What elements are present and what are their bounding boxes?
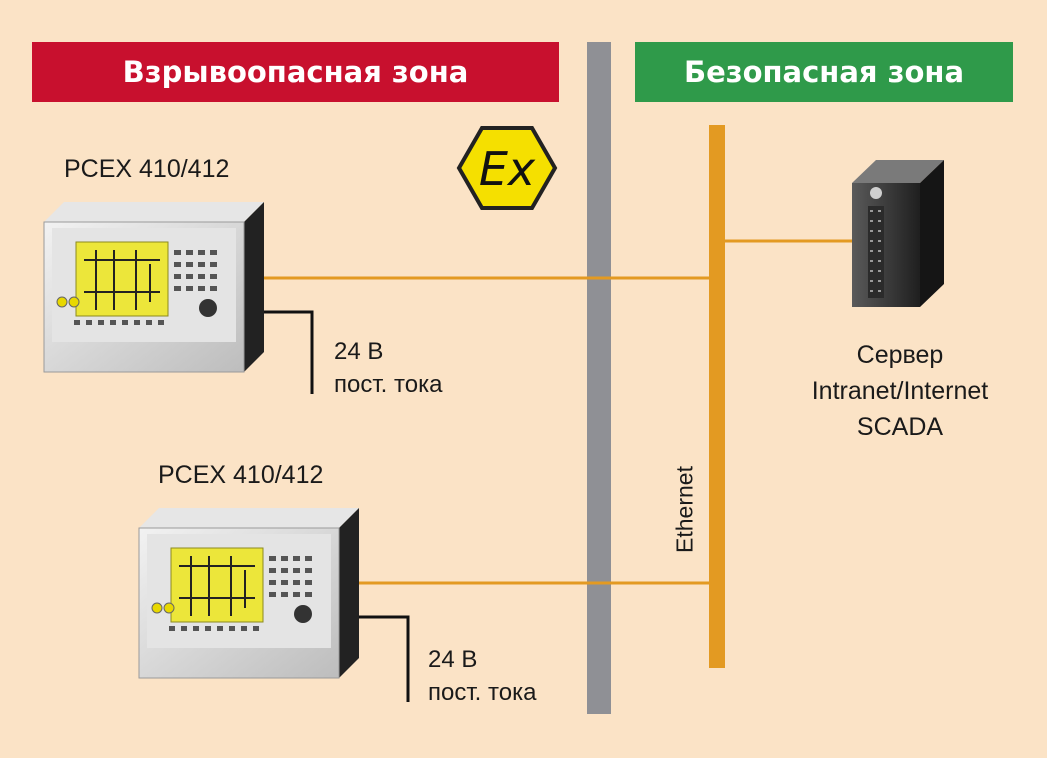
controller-1-model-label: PCEX 410/412 xyxy=(64,155,230,183)
ex-warning-sign: Ex xyxy=(456,126,558,210)
zone-barrier xyxy=(587,42,611,714)
controller-1 xyxy=(43,202,264,373)
controller-1-power-type: пост. тока xyxy=(334,371,443,398)
controller-2-power-type: пост. тока xyxy=(428,679,537,706)
safe-zone-banner: Безопасная зона xyxy=(635,42,1013,102)
server-label: Сервер Intranet/Internet SCADA xyxy=(780,337,1020,445)
server-label-line3: SCADA xyxy=(856,413,944,441)
power-cable-2 xyxy=(357,615,410,702)
ethernet-bus xyxy=(709,125,725,668)
hazardous-zone-banner: Взрывоопасная зона xyxy=(32,42,559,102)
controller-2-model-label: PCEX 410/412 xyxy=(158,461,324,489)
controller-1-power-voltage: 24 В xyxy=(334,338,384,365)
power-cable-1 xyxy=(262,310,314,394)
ex-sign-text: Ex xyxy=(479,142,536,196)
controller-2-power-voltage: 24 В xyxy=(428,646,478,673)
server-label-line2: Intranet/Internet xyxy=(811,377,989,405)
server-label-line1: Сервер xyxy=(856,341,944,369)
ethernet-label: Ethernet xyxy=(671,466,698,553)
server-tower xyxy=(852,160,944,307)
controller-2 xyxy=(138,508,359,679)
